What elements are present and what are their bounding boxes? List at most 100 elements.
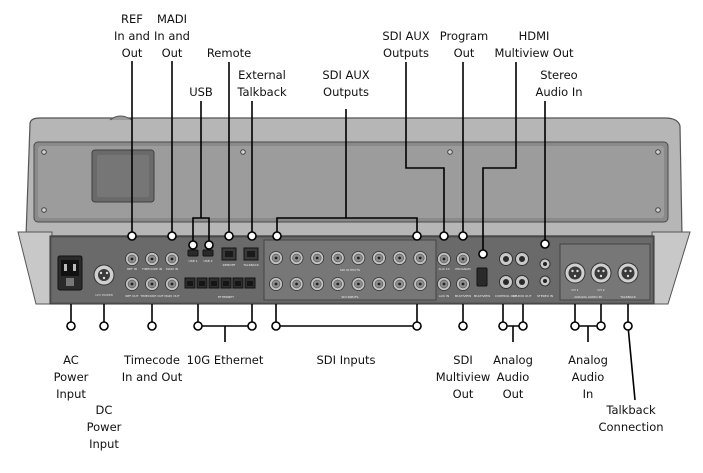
right-bnc-top-1 [456, 252, 470, 266]
xlr-pin-a-1 [597, 269, 600, 273]
usb2-text: USB 2 [203, 259, 212, 263]
label-usb: USB [189, 85, 213, 99]
remote-text: REMOTE [223, 263, 236, 267]
leader-line-14 [275, 304, 418, 327]
xlr-pin-c-1 [599, 274, 603, 278]
madi-in-text: MADI IN [166, 267, 178, 271]
control-out-text: CONTROL OUT [495, 294, 517, 298]
bnc-left-bottom-2-pin [170, 282, 174, 286]
ethernet-port-slot-2 [211, 281, 217, 286]
sdi-input-bnc-3 [330, 277, 345, 291]
leader-marker-17 [271, 321, 281, 331]
jack-inner-1 [519, 256, 525, 262]
studio-out-text: STUDIO OUT [513, 294, 532, 298]
external-talkback-port [243, 247, 259, 261]
leader-marker-14 [147, 321, 157, 331]
leader-line-5 [276, 109, 418, 236]
dc-power-connector [93, 264, 115, 286]
sdi-output-bnc-0 [269, 251, 283, 265]
sdi-output-bnc-1-pin [295, 256, 298, 260]
leader-marker-18 [412, 321, 422, 331]
sdi-input-bnc-3-pin [336, 282, 340, 286]
usb1-text: USB 1 [188, 259, 197, 263]
leader-marker-12 [66, 321, 76, 331]
talkback-text: TALKBACK [619, 295, 636, 299]
leader-line-8 [482, 62, 517, 250]
bnc-left-bottom-0 [125, 277, 139, 291]
aux-text: AUX 10 [438, 267, 449, 271]
sdi-output-bnc-7-pin [418, 256, 422, 260]
xlr-face-2 [621, 266, 635, 280]
leader-marker-23 [596, 321, 606, 331]
label-sdi-aux-right: SDI AUX Outputs [382, 29, 430, 60]
label-sdi-multiview: SDI Multiview Out [435, 353, 491, 401]
leader-marker-11 [540, 239, 550, 249]
xlr-pin-b-2 [629, 269, 632, 273]
xlr-pin-c-2 [626, 274, 630, 278]
sdi-output-bnc-7 [413, 251, 428, 265]
bnc-left-top-0 [125, 252, 139, 266]
sdi-input-bnc-6 [392, 277, 407, 291]
xlr-pin-a-0 [571, 269, 574, 273]
left-wing [17, 231, 53, 305]
ch2-text: CH 2 [597, 288, 604, 292]
leader-markers [66, 231, 633, 331]
xlr-pin-c-0 [573, 274, 577, 278]
leader-marker-2 [224, 231, 234, 241]
leader-line-16 [502, 304, 524, 342]
console-housing [25, 115, 683, 237]
label-stereo-audio: Stereo Audio In [535, 68, 583, 99]
xlr-face-0 [568, 266, 582, 280]
right-bnc-bottom-0-pin [442, 282, 446, 286]
sdi-output-bnc-2-pin [315, 256, 319, 260]
xlr-pin-b-0 [576, 269, 579, 273]
leader-marker-22 [570, 321, 580, 331]
leader-line-3 [192, 101, 210, 245]
ref-out-text: REF OUT [125, 294, 138, 298]
right-wing [651, 231, 691, 305]
bnc-left-bottom-2 [165, 277, 179, 291]
sdi-output-bnc-6 [392, 251, 407, 265]
sdi-output-bnc-4 [351, 251, 366, 265]
sdi-output-bnc-3 [330, 251, 345, 265]
right-bnc-group [437, 252, 470, 291]
aux-in-text: AUX IN [439, 294, 449, 298]
leader-marker-4 [204, 240, 214, 250]
leader-marker-24 [623, 321, 633, 331]
label-sdi-inputs: SDI Inputs [316, 353, 376, 367]
ref-in-text: REF IN [127, 267, 137, 271]
sdi-input-bnc-4 [351, 277, 366, 291]
sdi-input-bnc-2 [310, 277, 325, 291]
leader-marker-7 [412, 231, 422, 241]
leader-marker-5 [247, 231, 257, 241]
sdi-input-bnc-5-pin [377, 282, 381, 286]
leader-line-6 [405, 62, 445, 236]
stereo-text: STEREO IN [537, 294, 553, 298]
right-bnc-top-0-pin [442, 257, 446, 261]
right-bnc-bottom-1-pin [461, 282, 465, 286]
leader-marker-3 [188, 240, 198, 250]
sdi-input-bnc-5 [372, 277, 386, 291]
right-bnc-top-1-pin [461, 257, 465, 261]
leader-line-17 [574, 304, 602, 342]
leader-marker-8 [439, 231, 449, 241]
sdi-input-bnc-6-pin [398, 282, 401, 286]
ethernet-port-slot-1 [199, 281, 205, 286]
label-ac-power: AC Power Input [53, 353, 89, 401]
label-remote: Remote [206, 46, 252, 60]
sdi-input-bnc-1-pin [295, 282, 298, 286]
right-bnc-top-0 [437, 252, 451, 266]
leader-marker-15 [193, 321, 203, 331]
sdi-input-bnc-7 [413, 277, 428, 291]
dc-panel-text: 12V POWER [95, 293, 113, 297]
sdi-output-bnc-5 [372, 251, 386, 265]
sdi-input-bnc-0-pin [274, 282, 278, 286]
sdi-block [263, 239, 437, 301]
remote-port [221, 247, 237, 261]
bnc-left-top-0-pin [130, 257, 134, 261]
ethernet-ports [184, 277, 256, 289]
multiview-text: MULTIVIEW [474, 294, 491, 298]
stereo-audio-in [539, 258, 551, 287]
ethernet-port-slot-0 [187, 281, 193, 286]
